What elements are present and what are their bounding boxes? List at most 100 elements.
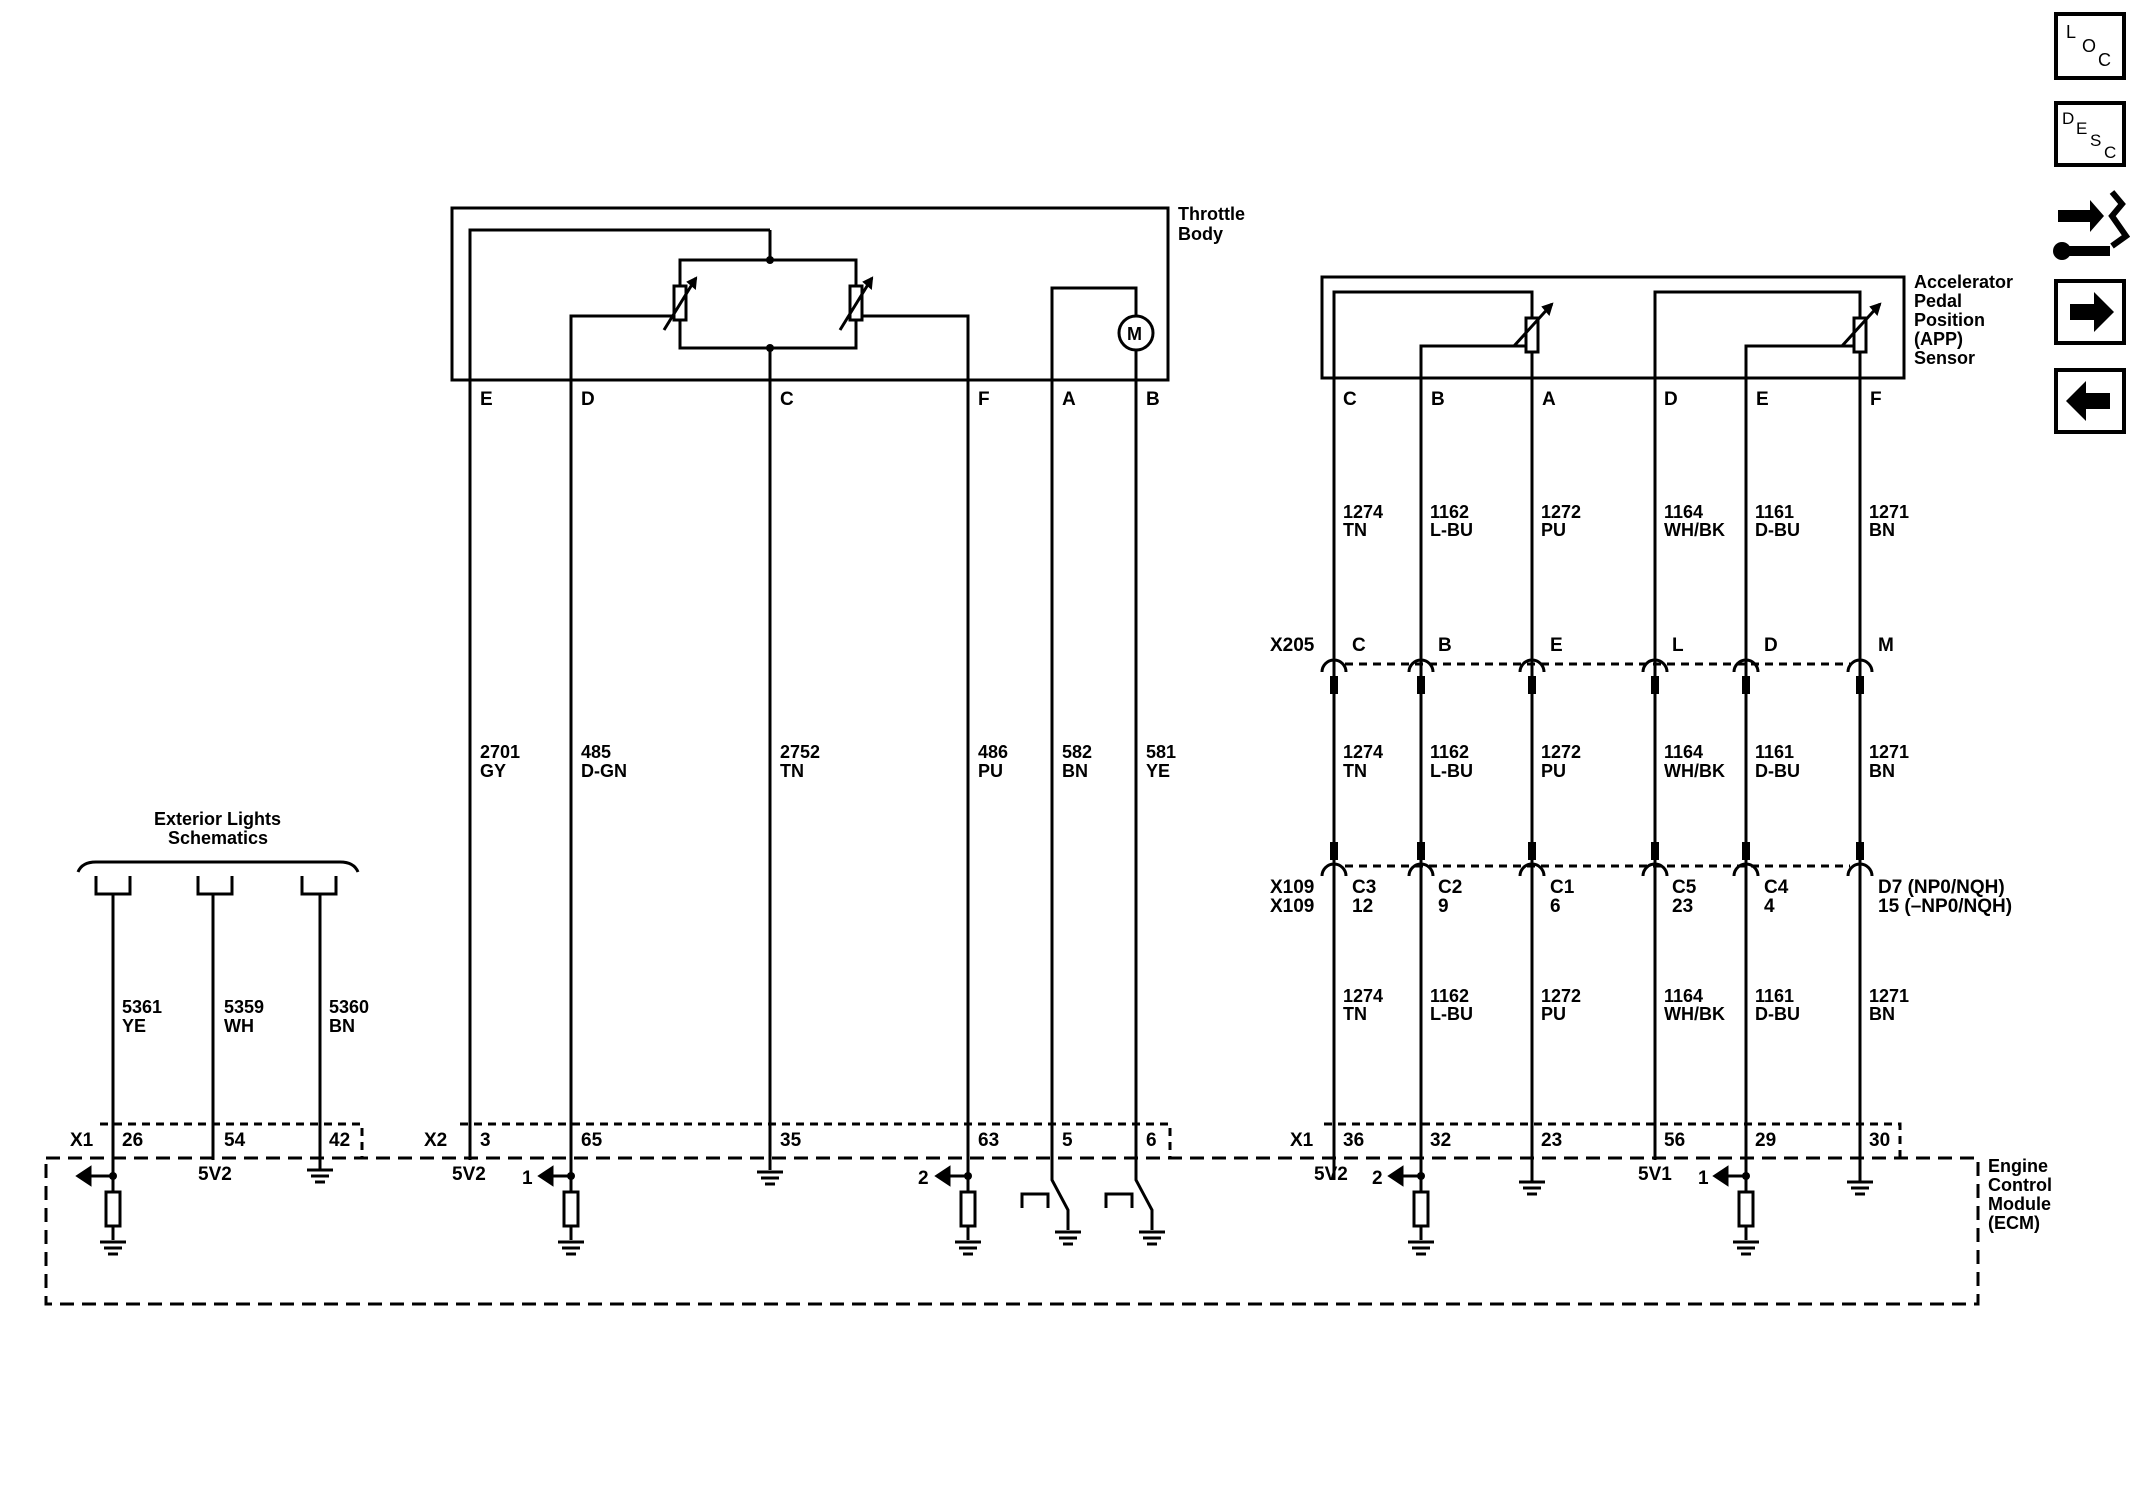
ref-5v2-app: 5V2	[1314, 1164, 1348, 1185]
app-wire-4-circuit-b: 1164	[1664, 742, 1703, 762]
loc-letter-l: L	[2066, 22, 2076, 42]
x109-pin-4: 4	[1764, 896, 1775, 917]
loc-button[interactable]: L O C	[2054, 12, 2126, 80]
app-wire-5-color-a: D-BU	[1755, 520, 1800, 540]
motor-label: M	[1127, 324, 1142, 344]
tb-pin-c: C	[780, 389, 794, 410]
tb-pin-b: B	[1146, 389, 1160, 410]
exterior-title-1: Exterior Lights	[154, 809, 281, 829]
ground-icons-extra	[1530, 1180, 1862, 1182]
app-title-2: Pedal	[1914, 291, 1962, 311]
app-wire-6-circuit-c: 1271	[1869, 986, 1909, 1006]
arrow-right-icon	[2070, 292, 2114, 332]
x205-pin-e: E	[1550, 635, 1563, 656]
wire-5361-circuit: 5361	[122, 997, 162, 1017]
app-wire-6-circuit-b: 1271	[1869, 742, 1909, 762]
wire-5359-circuit: 5359	[224, 997, 264, 1017]
app-wire-6-circuit-a: 1271	[1869, 502, 1909, 522]
ecm-connectors	[100, 1122, 1902, 1158]
app-wire-3-circuit-c: 1272	[1541, 986, 1581, 1006]
x205-label: X205	[1270, 635, 1315, 656]
signal-2-throttle: 2	[918, 1168, 929, 1189]
app-wire-2-color-a: L-BU	[1430, 520, 1473, 540]
ecm-title-1: Engine	[1988, 1156, 2048, 1176]
app-wire-2-circuit-c: 1162	[1430, 986, 1469, 1006]
ecm-module: Engine Control Module (ECM)	[44, 1156, 2052, 1306]
ecm-pin-35: 35	[780, 1130, 802, 1151]
next-page-button[interactable]	[2054, 279, 2126, 345]
app-wire-5-circuit-b: 1161	[1755, 742, 1794, 762]
ecm-pin-3: 3	[480, 1130, 491, 1151]
app-pin-d: D	[1664, 389, 1678, 410]
ecm-pin-29: 29	[1755, 1130, 1776, 1151]
x205-connector: X205 C B E L D M	[1270, 635, 1894, 694]
desc-button[interactable]: D E S C	[2054, 101, 2126, 167]
app-wire-4-color-b: WH/BK	[1664, 761, 1725, 781]
x109-pin-23: 23	[1672, 896, 1693, 917]
wire-5359-color: WH	[224, 1016, 254, 1036]
app-wire-2-circuit-a: 1162	[1430, 502, 1469, 522]
desc-letter-s: S	[2090, 131, 2101, 150]
app-pin-e: E	[1756, 389, 1769, 410]
x109-pin-c1: C1	[1550, 877, 1575, 898]
app-wire-2-color-c: L-BU	[1430, 1004, 1473, 1024]
ecm-signal-arrows	[75, 1165, 1746, 1187]
app-wire-1-circuit-c: 1274	[1343, 986, 1383, 1006]
ecm-pin-36: 36	[1343, 1130, 1364, 1151]
app-wire-4-color-c: WH/BK	[1664, 1004, 1725, 1024]
app-wire-4-circuit-a: 1164	[1664, 502, 1703, 522]
loc-letter-o: O	[2082, 36, 2096, 56]
app-wire-2-circuit-b: 1162	[1430, 742, 1469, 762]
app-pin-a: A	[1542, 389, 1556, 410]
app-title-3: Position	[1914, 310, 1985, 330]
ecm-title-2: Control	[1988, 1175, 2052, 1195]
app-wire-1-color-a: TN	[1343, 520, 1367, 540]
wire-582-color: BN	[1062, 761, 1088, 781]
throttle-body-title-1: Throttle	[1178, 204, 1245, 224]
wire-2701-circuit: 2701	[480, 742, 520, 762]
app-wire-3-color-a: PU	[1541, 520, 1566, 540]
ref-5v2-throttle: 5V2	[452, 1164, 486, 1185]
x109-pin-d7: D7 (NP0/NQH)	[1878, 877, 2005, 898]
x205-pin-b: B	[1438, 635, 1452, 656]
app-wire-3-circuit-b: 1272	[1541, 742, 1581, 762]
desc-letter-d: D	[2062, 109, 2074, 128]
wire-2701-color: GY	[480, 761, 506, 781]
desc-letter-c: C	[2104, 143, 2116, 162]
app-wire-3-color-c: PU	[1541, 1004, 1566, 1024]
x109-label-a: X109	[1270, 877, 1314, 898]
ecm-pin-numbers: 26 54 42 3 65 35 63 5 6 36 32 23 56 29 3…	[122, 1130, 1890, 1151]
app-title-5: Sensor	[1914, 348, 1975, 368]
wire-485-color: D-GN	[581, 761, 627, 781]
app-wire-4-circuit-c: 1164	[1664, 986, 1703, 1006]
throttle-body-title-2: Body	[1178, 224, 1223, 244]
ref-5v2-exterior: 5V2	[198, 1164, 232, 1185]
connector-tools-icon[interactable]	[2053, 190, 2130, 260]
x109-pin-c4: C4	[1764, 877, 1789, 898]
tb-pin-a: A	[1062, 389, 1076, 410]
wire-5360-circuit: 5360	[329, 997, 369, 1017]
app-wire-6-color-b: BN	[1869, 761, 1895, 781]
app-wire-5-color-c: D-BU	[1755, 1004, 1800, 1024]
ecm-pin-26: 26	[122, 1130, 143, 1151]
x109-pin-c2: C2	[1438, 877, 1462, 898]
loc-letter-c: C	[2098, 50, 2111, 70]
x109-pin-12: 12	[1352, 896, 1373, 917]
exterior-title-2: Schematics	[168, 828, 268, 848]
app-wire-6-color-c: BN	[1869, 1004, 1895, 1024]
wire-485-circuit: 485	[581, 742, 611, 762]
app-wire-5-circuit-a: 1161	[1755, 502, 1794, 522]
ecm-pin-32: 32	[1430, 1130, 1451, 1151]
x109-pin-6: 6	[1550, 896, 1561, 917]
x1-right-label: X1	[1290, 1130, 1314, 1151]
app-title-4: (APP)	[1914, 329, 1963, 349]
exterior-lights-schematics-ref: Exterior Lights Schematics 5361 YE 5359 …	[76, 809, 369, 1180]
x109-pin-c3: C3	[1352, 877, 1376, 898]
wire-582-circuit: 582	[1062, 742, 1092, 762]
app-wire-1-color-b: TN	[1343, 761, 1367, 781]
previous-page-button[interactable]	[2054, 368, 2126, 434]
x109-connector: X109 X109 C3 12 C2 9 C1 6 C5 23 C4 4 D7 …	[1270, 842, 2012, 917]
tb-pin-e: E	[480, 389, 493, 410]
x205-pin-m: M	[1878, 635, 1894, 656]
